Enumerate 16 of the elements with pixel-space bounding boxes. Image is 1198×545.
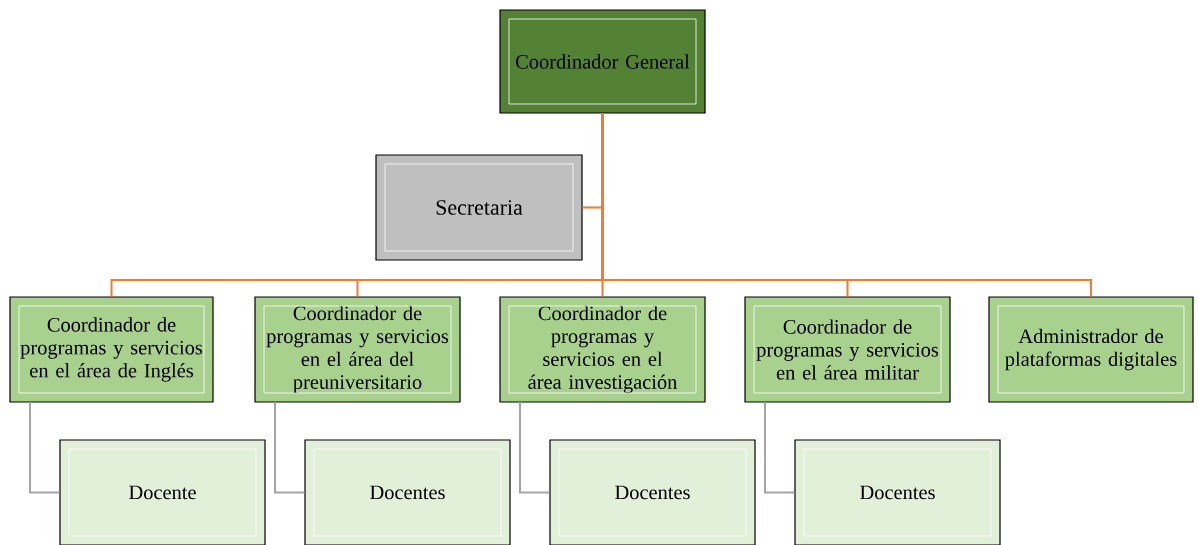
department-box: Coordinador de programas y servicios en el área militar [744,296,951,403]
staff-box: Docente [59,439,266,545]
staff-box: Docentes [794,439,1001,545]
staff-box: Docentes [304,439,511,545]
department-box: Coordinador de programas y servicios en el área del preuniversitario [254,296,461,403]
connector-line [274,401,306,494]
connector-line [601,112,1092,298]
department-box: Administrador de plataformas digitales [988,296,1194,403]
assistant-box: Secretaria [375,154,583,261]
department-box: Coordinador de programas y servicios en el área investigación [499,296,706,403]
department-box: Coordinador de programas y servicios en el área de Inglés [9,296,214,403]
connector-line [764,401,796,494]
staff-box: Docentes [549,439,756,545]
top-box: Coordinador General [499,9,706,114]
connector-line [519,401,551,494]
connector-line [29,401,61,494]
